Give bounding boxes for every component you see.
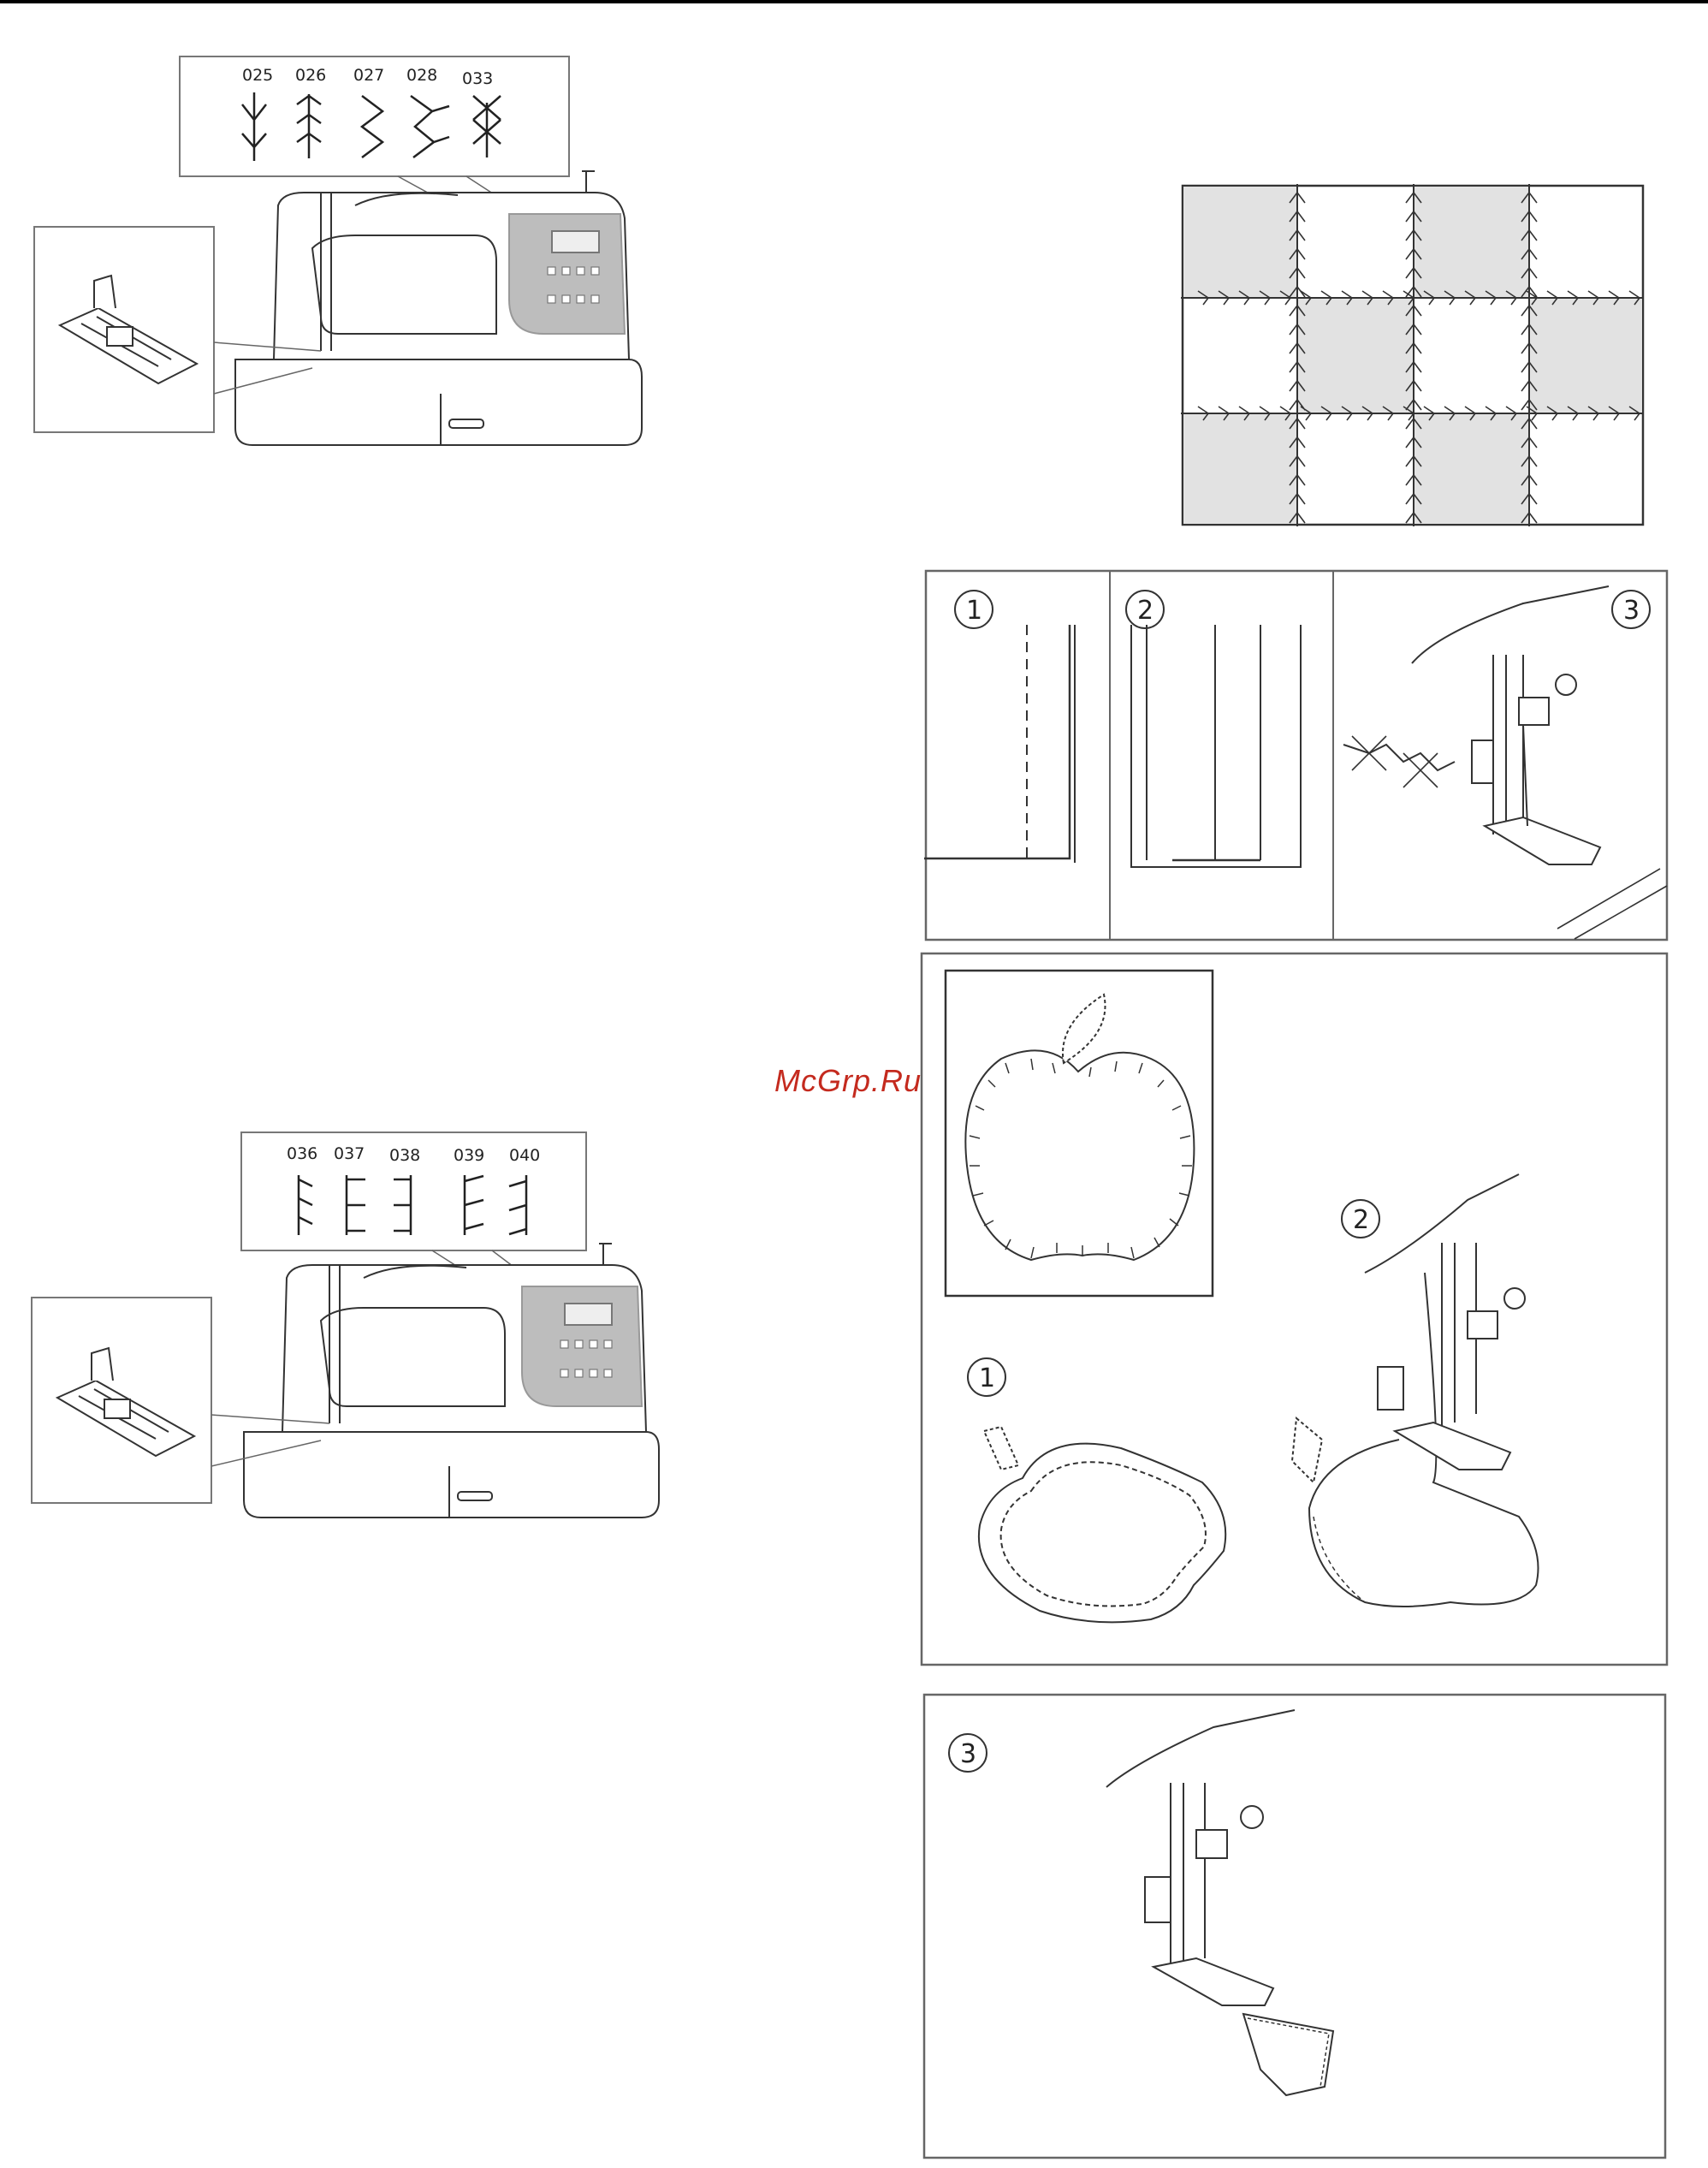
machine-figure-bottom: 036 037 038 039 040 <box>30 1128 663 1547</box>
step-3-label: 3 <box>1623 596 1640 626</box>
quilt-grid-figure <box>1181 184 1647 526</box>
stitch-code-033: 033 <box>462 69 493 88</box>
sewing-machine-icon-2 <box>244 1244 659 1518</box>
stitch-code-036: 036 <box>287 1144 317 1163</box>
top-rule <box>0 0 1708 3</box>
stitch-code-039: 039 <box>454 1146 484 1165</box>
applique-panel: 1 2 <box>920 952 1669 1666</box>
stitch-code-027: 027 <box>353 66 384 85</box>
stitch-code-038: 038 <box>389 1146 420 1165</box>
step-1-label: 1 <box>966 596 982 626</box>
watermark: McGrp.Ru <box>774 1063 922 1099</box>
step-2-label: 2 <box>1137 596 1153 626</box>
applique-step-1-label: 1 <box>979 1363 995 1393</box>
applique-step-2-label: 2 <box>1353 1205 1369 1235</box>
stitch-code-040: 040 <box>509 1146 540 1165</box>
final-step-label: 3 <box>960 1739 976 1769</box>
finish-step-panel: 3 <box>922 1693 1667 2159</box>
stitch-code-037: 037 <box>334 1144 365 1163</box>
seam-steps-panel: 1 2 3 <box>924 569 1669 941</box>
sewing-machine-icon <box>235 171 642 445</box>
stitch-code-026: 026 <box>295 66 326 85</box>
stitch-code-025: 025 <box>242 66 273 85</box>
stitch-code-028: 028 <box>406 66 437 85</box>
machine-figure-top: 025 026 027 028 033 <box>30 51 663 471</box>
